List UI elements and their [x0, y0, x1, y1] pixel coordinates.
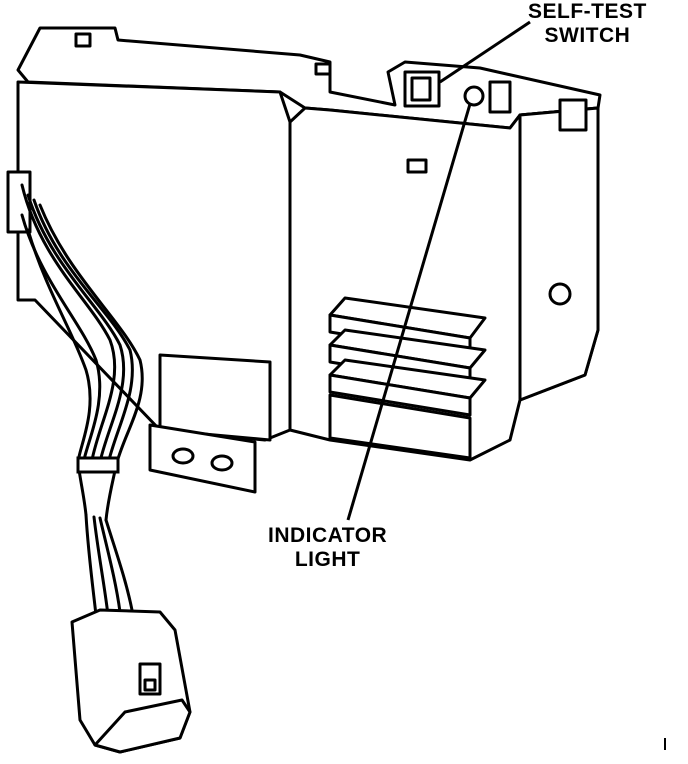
indicator-label-line2: LIGHT [294, 548, 361, 571]
self-test-label-line1: SELF-TEST [528, 0, 647, 23]
fin-3-face [328, 373, 472, 417]
self-test-label-line2: SWITCH [544, 24, 631, 47]
front-slot [406, 158, 428, 174]
switch-button [410, 76, 432, 102]
mount-bolt [548, 282, 572, 306]
indicator-light [463, 85, 485, 107]
mounting-plate [148, 423, 257, 494]
mount-hole-2 [210, 454, 234, 472]
self-test-switch-label: SELF-TEST SWITCH [528, 0, 647, 48]
plug-face [93, 698, 192, 754]
light-mount [488, 80, 512, 114]
module-end-cap [518, 106, 600, 402]
leader-line-self-test [439, 20, 531, 84]
connector-block [158, 353, 272, 442]
harness-band [76, 456, 120, 474]
fin-base [328, 393, 472, 460]
indicator-light-label: INDICATOR LIGHT [268, 524, 387, 572]
top-tab [74, 32, 92, 48]
indicator-label-line1: INDICATOR [268, 524, 388, 547]
mount-hole-1 [171, 447, 195, 465]
corner-mark [664, 738, 666, 750]
leader-line-indicator [346, 103, 472, 521]
top-tab-right [314, 62, 332, 76]
plug-key [143, 678, 157, 692]
end-bracket [558, 98, 588, 132]
